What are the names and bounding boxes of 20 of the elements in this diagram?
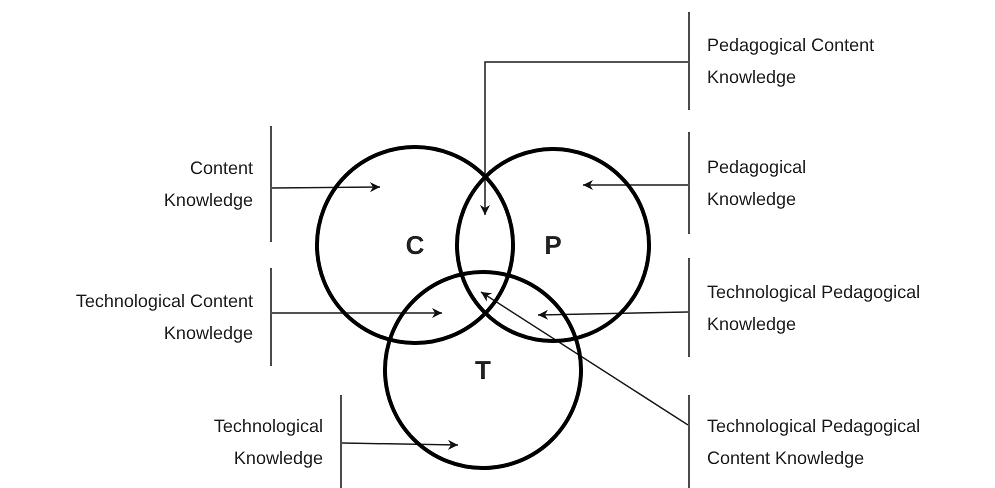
leader-arrow	[342, 440, 458, 450]
circle-letter: T	[475, 355, 491, 385]
leader-arrow	[480, 61, 688, 215]
callout-text: Pedagogical Knowledge	[707, 156, 808, 211]
leader-arrow	[480, 291, 688, 426]
venn-circle	[455, 147, 651, 343]
callout-text: Content Knowledge	[162, 157, 253, 212]
venn-circle	[315, 145, 515, 345]
leader-arrow	[272, 308, 442, 318]
callout-text: Technological Pedagogical Content Knowledge	[707, 414, 922, 470]
callout-text: Technological Knowledge	[212, 414, 323, 470]
leader-arrow	[583, 180, 688, 190]
leader-arrow	[538, 310, 688, 320]
callout-text: Pedagogical Content Knowledge	[707, 34, 876, 89]
leader-arrow	[272, 182, 380, 192]
callout-text: Technological Pedagogical Knowledge	[707, 280, 922, 336]
circle-letter: P	[544, 230, 562, 260]
callout-text: Technological Content Knowledge	[74, 290, 253, 345]
circle-letter: C	[406, 230, 424, 260]
venn-circle	[383, 270, 583, 470]
